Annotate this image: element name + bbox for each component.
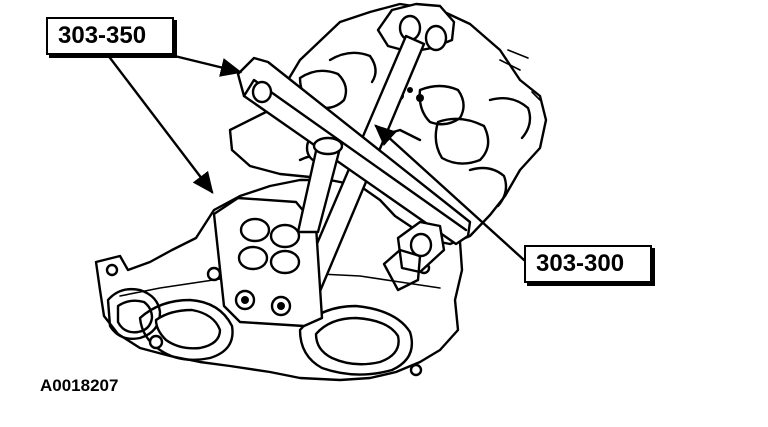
- front-plate: [212, 136, 344, 328]
- tool-label-303-350: 303-350: [46, 17, 174, 55]
- tool-label-303-300: 303-300: [524, 245, 652, 283]
- tool-303-350: [236, 56, 472, 292]
- figure-id: A0018207: [40, 376, 119, 395]
